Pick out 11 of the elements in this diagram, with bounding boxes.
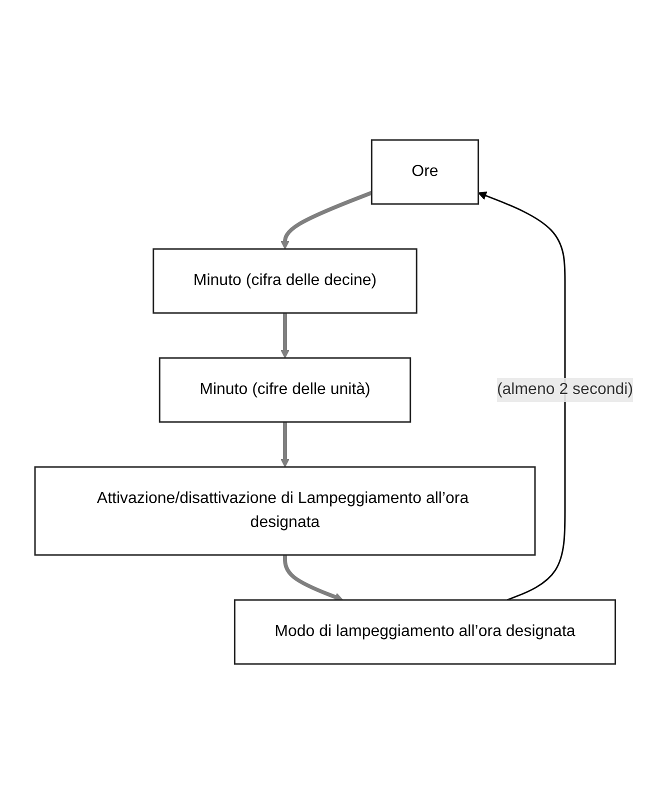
arrow xyxy=(280,422,290,467)
arrow xyxy=(280,312,290,358)
edge-label: (almeno 2 secondi) xyxy=(496,380,634,398)
arrow xyxy=(280,190,372,249)
node-box: Modo di lampeggiamento all’ora designata xyxy=(234,598,616,664)
arrow xyxy=(478,191,566,600)
node-box: Ore xyxy=(370,138,480,204)
node-box: Attivazione/disattivazione di Lampeggiamento all’ora designata xyxy=(34,466,536,556)
arrow xyxy=(282,554,344,601)
node-box: Minuto (cifre delle unità) xyxy=(158,356,412,422)
node-box: Minuto (cifra delle decine) xyxy=(152,248,418,314)
